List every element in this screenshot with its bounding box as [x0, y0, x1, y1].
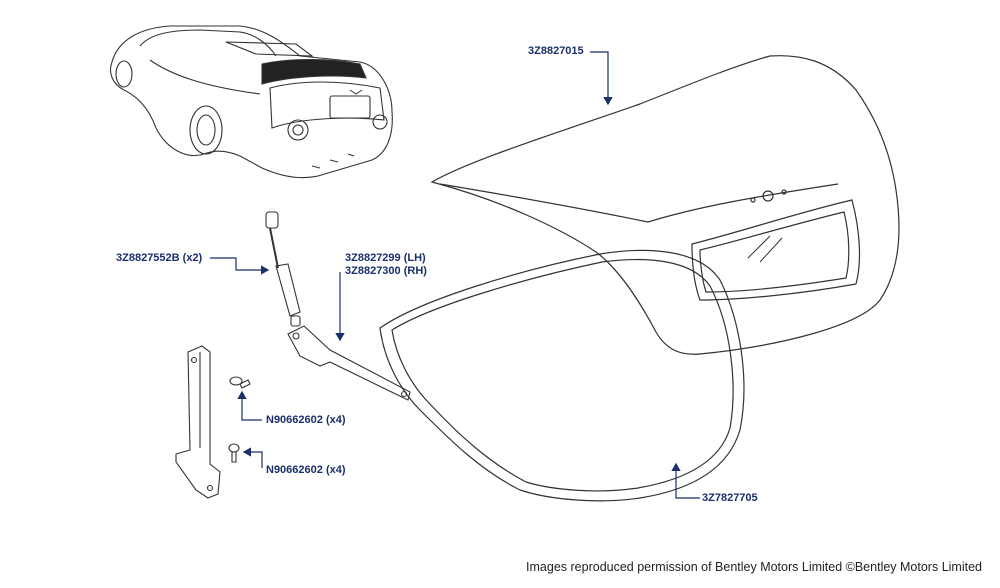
part-label-bolt-lower: N90662602 (x4)	[266, 464, 346, 476]
part-label-bolt-upper: N90662602 (x4)	[266, 414, 346, 426]
reference-car-illustration	[109, 25, 393, 179]
part-label-hinge-lh: 3Z8827299 (LH)	[345, 252, 426, 264]
part-label-hinge-rh: 3Z8827300 (RH)	[345, 265, 427, 277]
copyright-credit: Images reproduced permission of Bentley …	[526, 560, 982, 574]
boot-lid	[430, 55, 900, 355]
part-label-strut: 3Z8827552B (x2)	[116, 252, 203, 264]
bolt-lower	[228, 443, 240, 463]
part-label-seal: 3Z7827705	[702, 492, 758, 504]
bolt-upper	[229, 376, 251, 389]
part-label-lid: 3Z8827015	[528, 45, 584, 57]
hinge-arm	[287, 325, 411, 401]
gas-strut	[265, 211, 301, 327]
boot-seal	[379, 249, 745, 502]
hinge-bracket	[175, 345, 221, 499]
leader-arrows	[210, 51, 700, 499]
